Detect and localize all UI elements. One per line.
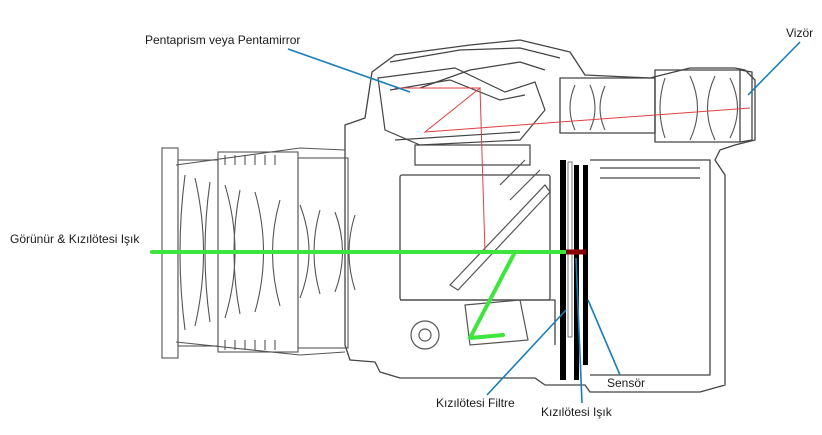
viewfinder-label: Vizör xyxy=(786,26,814,40)
sensor-leader xyxy=(587,299,621,376)
optical-rays xyxy=(395,87,751,253)
sensor-label: Sensör xyxy=(607,376,646,390)
ir-filter-leader xyxy=(486,309,567,396)
ir-filter-label: Kızılötesi Filtre xyxy=(436,396,515,410)
ir-light-label: Kızılötesi Işık xyxy=(541,405,612,419)
ir-light-leader xyxy=(575,257,583,404)
sensor-bar xyxy=(583,165,588,365)
camera-body-outline xyxy=(344,39,756,393)
reflex-mirror xyxy=(410,159,551,350)
visible-ir-light-label: Görünür & Kızılötesi Işık xyxy=(10,232,140,246)
pentaprism xyxy=(377,67,546,166)
viewfinder-leader xyxy=(747,41,801,96)
pentaprism-label: Pentaprism veya Pentamirror xyxy=(145,33,301,47)
pentaprism-leader xyxy=(287,48,411,93)
ir-filter-bar xyxy=(560,160,566,380)
leader-lines xyxy=(287,41,801,404)
viewfinder-optics xyxy=(569,75,738,141)
visible-ir-light-path xyxy=(150,250,567,340)
